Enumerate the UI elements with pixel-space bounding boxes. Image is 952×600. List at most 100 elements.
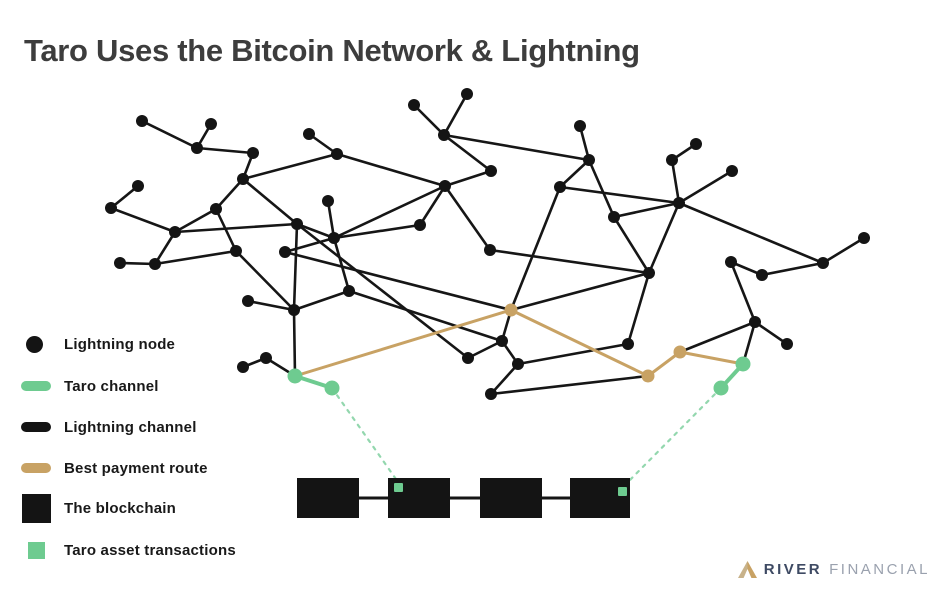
lightning-node	[485, 388, 497, 400]
taro-asset-transaction-square	[394, 483, 403, 492]
lightning-channel-edge	[443, 184, 492, 252]
taro-channel-swatch-icon	[21, 381, 51, 391]
lightning-channel-edge	[442, 92, 469, 137]
legend-item-taro-channel: Taro channel	[20, 371, 159, 401]
logo-brand-text: RIVER	[763, 561, 823, 578]
lightning-channel-edge	[729, 260, 757, 324]
lightning-channel-edge	[292, 222, 299, 312]
lightning-node	[328, 232, 340, 244]
lightning-node	[781, 338, 793, 350]
lightning-node	[462, 352, 474, 364]
blockchain-block	[297, 478, 359, 518]
lightning-channel-edge	[332, 236, 351, 293]
blockchain-swatch-icon	[22, 493, 51, 523]
legend-label: The blockchain	[64, 499, 176, 517]
route-node	[504, 303, 518, 317]
best-payment-route-edge	[293, 308, 513, 378]
lightning-channel-edge	[173, 207, 218, 234]
best-payment-route-edge	[509, 308, 650, 378]
lightning-node	[608, 211, 620, 223]
lightning-node	[210, 203, 222, 215]
lightning-node	[303, 128, 315, 140]
lightning-channel-edge	[509, 271, 651, 312]
lightning-node	[583, 154, 595, 166]
lightning-channel-edge	[153, 249, 238, 266]
lightning-channel-edge	[195, 146, 255, 155]
lightning-channel-edge	[214, 207, 238, 253]
taro-asset-swatch-icon	[28, 541, 45, 559]
lightning-channel-edge	[753, 320, 789, 346]
lightning-channel-edge	[241, 177, 299, 226]
lightning-node	[242, 295, 254, 307]
lightning-channel-swatch-icon	[21, 422, 51, 432]
lightning-channel-edge	[241, 152, 339, 181]
lightning-channel-edge	[347, 289, 504, 343]
lightning-node	[149, 258, 161, 270]
lightning-channel-edge	[678, 320, 757, 354]
lightning-node	[136, 115, 148, 127]
taro-asset-transaction-link	[330, 386, 400, 484]
lightning-channel-edge	[292, 289, 351, 312]
legend-item-taro-asset-transactions: Taro asset transactions	[20, 535, 236, 565]
taro-asset-transaction-link	[622, 386, 723, 488]
lightning-node	[114, 257, 126, 269]
lightning-node	[291, 218, 303, 230]
lightning-node	[331, 148, 343, 160]
lightning-node	[622, 338, 634, 350]
lightning-node	[817, 257, 829, 269]
lightning-channel-edge	[466, 339, 504, 360]
lightning-channel-edge	[558, 185, 681, 205]
lightning-node	[496, 335, 508, 347]
lightning-node	[512, 358, 524, 370]
lightning-channel-edge	[326, 199, 336, 240]
legend-label: Taro asset transactions	[64, 541, 236, 559]
lightning-channel-edge	[292, 308, 297, 378]
route-node	[641, 369, 655, 383]
lightning-node	[643, 267, 655, 279]
lightning-node	[749, 316, 761, 328]
lightning-node	[439, 180, 451, 192]
lightning-channel-edge	[335, 152, 447, 188]
lightning-channel-edge	[442, 133, 493, 173]
best-payment-route-swatch-icon	[21, 463, 51, 473]
legend-label: Lightning channel	[64, 418, 197, 436]
taro-channel-node	[713, 380, 729, 396]
lightning-channel-edge	[109, 206, 177, 234]
lightning-node	[673, 197, 685, 209]
lightning-channel-edge	[246, 299, 296, 312]
lightning-channel-edge	[443, 169, 493, 188]
lightning-channel-edge	[760, 261, 825, 277]
lightning-node	[756, 269, 768, 281]
lightning-channel-edge	[332, 184, 447, 240]
lightning-node	[322, 195, 334, 207]
lightning-node	[484, 244, 496, 256]
legend-item-the-blockchain: The blockchain	[20, 493, 176, 523]
lightning-channel-edge	[489, 374, 650, 396]
lightning-channel-edge	[516, 342, 630, 366]
legend-item-lightning-channel: Lightning channel	[20, 412, 197, 442]
lightning-channel-edge	[412, 103, 446, 137]
lightning-channel-edge	[677, 201, 825, 265]
logo-suffix-text: FINANCIAL	[829, 561, 930, 578]
lightning-node	[726, 165, 738, 177]
route-node	[673, 345, 687, 359]
lightning-node	[288, 304, 300, 316]
taro-channel-node	[324, 380, 340, 396]
lightning-channel-edge	[489, 362, 520, 396]
lightning-channel-edge	[626, 271, 651, 346]
lightning-node	[690, 138, 702, 150]
lightning-node-swatch-icon	[26, 335, 43, 353]
lightning-node	[205, 118, 217, 130]
taro-asset-transaction-square	[618, 487, 627, 496]
lightning-channel-edge	[509, 185, 562, 312]
lightning-node	[237, 173, 249, 185]
lightning-node	[260, 352, 272, 364]
river-financial-logo: RIVER FINANCIAL	[737, 561, 930, 578]
lightning-channel-edge	[488, 248, 651, 275]
lightning-channel-edge	[283, 236, 336, 254]
best-payment-route-edge	[678, 350, 745, 366]
lightning-node	[554, 181, 566, 193]
lightning-node	[169, 226, 181, 238]
lightning-channel-edge	[647, 201, 681, 275]
